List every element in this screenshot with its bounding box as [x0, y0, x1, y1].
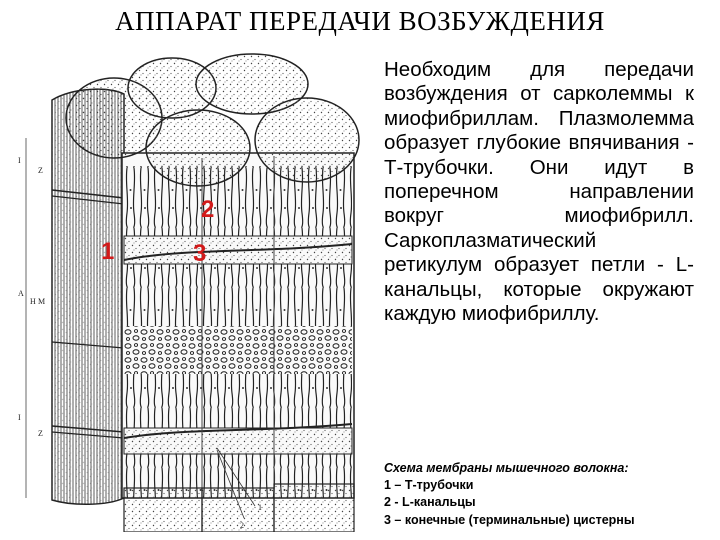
band-label-z-bottom: Z: [38, 429, 43, 438]
figure-caption: Схема мембраны мышечного волокна: 1 – Т-…: [384, 460, 714, 529]
slide-title: АППАРАТ ПЕРЕДАЧИ ВОЗБУЖДЕНИЯ: [115, 6, 605, 36]
band-axis: I Z A H M I Z: [18, 138, 45, 498]
pointer-label-1: 1: [258, 503, 262, 512]
band-label-a: A: [18, 289, 24, 298]
left-column: [51, 88, 125, 506]
bottom-cylinders: [123, 483, 355, 533]
marker-3: 3: [193, 240, 207, 267]
muscle-fiber-illustration: I Z A H M I Z 1 2: [12, 48, 367, 533]
band-label-z-top: Z: [38, 166, 43, 175]
band-label-i-bottom: I: [18, 413, 21, 422]
band-label-i-top: I: [18, 156, 21, 165]
caption-item-3: 3 – конечные (терминальные) цистерны: [384, 512, 635, 527]
band-label-h: H: [30, 297, 36, 306]
caption-title: Схема мембраны мышечного волокна:: [384, 461, 629, 475]
pointer-label-2: 2: [240, 521, 244, 530]
pointer-lines: 1 2: [216, 447, 262, 530]
marker-1: 1: [101, 238, 115, 265]
myofibril-caps: [65, 48, 360, 187]
marker-2: 2: [201, 196, 215, 223]
reticulum-body: [121, 152, 355, 499]
band-label-m: M: [38, 297, 45, 306]
caption-item-1: 1 – Т-трубочки: [384, 478, 474, 493]
caption-item-2: 2 - L-канальцы: [384, 495, 476, 510]
description-text: Необходим для передачи возбуждения от са…: [384, 58, 694, 326]
